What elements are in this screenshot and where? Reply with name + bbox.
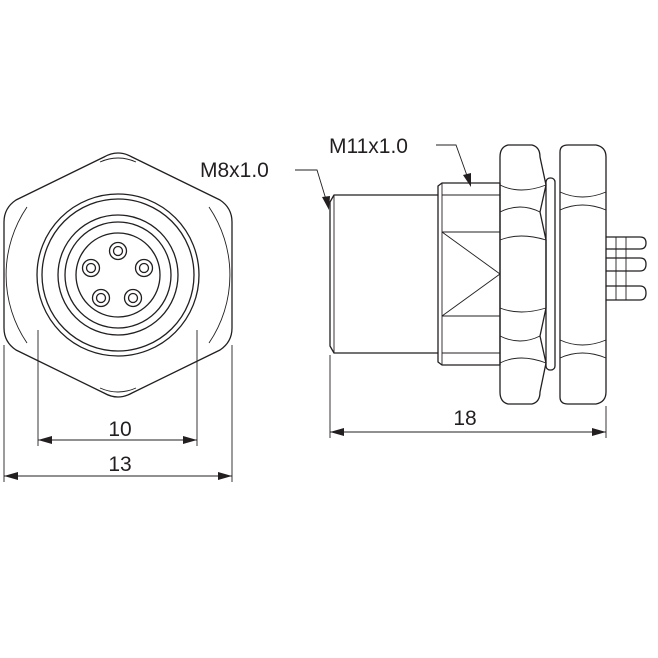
dimension-overall-length: 18 bbox=[329, 355, 607, 438]
insert-ring bbox=[64, 221, 172, 329]
solder-pin bbox=[605, 236, 647, 250]
hex-chamfer-bottom bbox=[99, 387, 137, 393]
pin-carrier bbox=[75, 232, 161, 318]
pin-hole bbox=[108, 241, 128, 261]
dimension-label-18: 18 bbox=[453, 407, 476, 430]
solder-pins bbox=[605, 236, 647, 301]
dimension-outer-width: 13 bbox=[3, 345, 233, 482]
pin-hole-inner bbox=[138, 262, 150, 274]
solder-pin bbox=[605, 285, 647, 301]
hex-chamfer-right bbox=[208, 206, 231, 344]
pin-hole bbox=[134, 258, 154, 278]
pin-holes bbox=[81, 241, 154, 308]
front-view bbox=[3, 152, 233, 398]
outer-ring bbox=[36, 193, 200, 357]
hex-chamfer-left bbox=[5, 206, 28, 344]
o-ring bbox=[545, 177, 556, 371]
dimension-inner-width: 10 bbox=[37, 330, 198, 446]
hex-nut-side-front bbox=[499, 144, 547, 405]
dimension-label-10: 10 bbox=[108, 418, 131, 441]
front-barrel bbox=[329, 194, 439, 354]
thread-label-m8: M8x1.0 bbox=[200, 159, 269, 182]
insert-ring-outer bbox=[57, 214, 179, 336]
flat-mark bbox=[441, 273, 501, 317]
hex-chamfer-top bbox=[99, 157, 137, 163]
flat-mark bbox=[441, 231, 501, 275]
threaded-body bbox=[437, 182, 501, 366]
solder-pin bbox=[605, 257, 647, 272]
pin-hole-inner bbox=[95, 292, 107, 304]
side-view bbox=[329, 144, 647, 405]
leader-m8: M8x1.0 bbox=[200, 159, 330, 210]
pin-hole-inner bbox=[112, 245, 124, 257]
pin-hole bbox=[91, 288, 111, 308]
leader-m11: M11x1.0 bbox=[329, 135, 471, 187]
pin-hole-inner bbox=[85, 262, 97, 274]
pin-hole-inner bbox=[127, 292, 139, 304]
pin-hole bbox=[81, 258, 101, 278]
dimension-label-13: 13 bbox=[108, 453, 131, 476]
thread-label-m11: M11x1.0 bbox=[329, 135, 408, 158]
pin-hole bbox=[123, 288, 143, 308]
hex-nut-outline bbox=[3, 152, 233, 398]
hex-nut-side-rear bbox=[559, 144, 607, 405]
thread-ring bbox=[41, 198, 195, 352]
